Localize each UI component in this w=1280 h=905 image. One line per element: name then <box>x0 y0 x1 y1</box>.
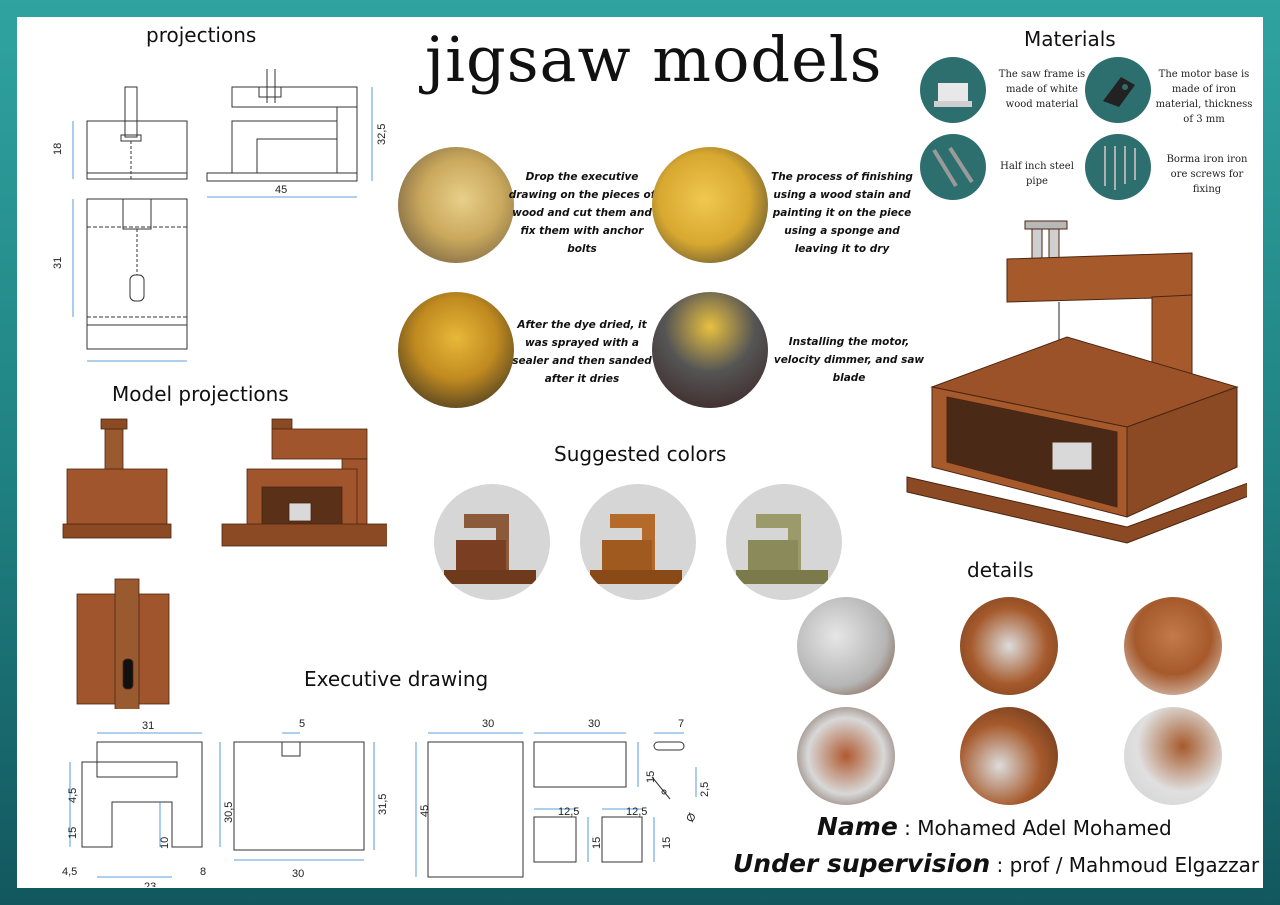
dim-12-5a: 12,5 <box>558 806 579 818</box>
steel-pipe-icon <box>920 134 986 200</box>
color-option-orange[interactable] <box>580 484 696 600</box>
supervision-value: : prof / Mahmoud Elgazzar <box>996 853 1260 877</box>
dim-12-5b: 12,5 <box>626 806 647 818</box>
step-text-3: After the dye dried, it was sprayed with… <box>512 319 652 385</box>
dim-45b: 45 <box>419 805 431 817</box>
dim-18: 18 <box>52 143 64 155</box>
dim-8: 8 <box>200 866 206 878</box>
dim-15d: 15 <box>661 837 673 849</box>
dim-7: 7 <box>678 718 684 730</box>
detail-arm <box>1124 707 1222 805</box>
heading-details: details <box>967 558 1034 582</box>
dim-15a: 15 <box>67 827 79 839</box>
dim-15b: 15 <box>645 771 657 783</box>
iron-bracket-icon <box>1085 57 1151 123</box>
detail-front <box>797 707 895 805</box>
dim-diameter: Ø <box>684 811 699 825</box>
wood-frame-icon <box>920 57 986 123</box>
heading-executive-drawing: Executive drawing <box>304 667 489 691</box>
detail-motor <box>960 597 1058 695</box>
dim-30b: 30 <box>482 718 494 730</box>
detail-blade <box>797 597 895 695</box>
material-text-3: Half inch steel pipe <box>1000 161 1074 187</box>
step-text-4: Installing the motor, velocity dimmer, a… <box>773 336 925 384</box>
dim-2-5: 2,5 <box>699 782 711 797</box>
dim-23: 23 <box>144 881 156 887</box>
step-photo-stain <box>652 147 768 263</box>
detail-top-block <box>1124 597 1222 695</box>
name-line: Name : Mohamed Adel Mohamed <box>817 812 1172 841</box>
poster-board: jigsaw models projections <box>17 17 1263 888</box>
heading-materials: Materials <box>1024 27 1116 51</box>
dim-31b: 31 <box>142 720 154 732</box>
name-value: : Mohamed Adel Mohamed <box>904 816 1172 840</box>
step-text-2: The process of finishing using a wood st… <box>771 171 913 255</box>
color-option-olive[interactable] <box>726 484 842 600</box>
material-text-4: Borma iron iron ore screws for fixing <box>1166 154 1248 195</box>
step-photo-motor <box>652 292 768 408</box>
dim-45: 45 <box>275 184 287 196</box>
color-option-natural[interactable] <box>434 484 550 600</box>
dim-30: 30 <box>129 366 141 367</box>
main-render <box>906 220 1247 544</box>
detail-motor-box <box>960 707 1058 805</box>
model-projections-renders <box>62 418 387 709</box>
material-text-1: The saw frame is made of white wood mate… <box>998 69 1086 110</box>
poster-title: jigsaw models <box>425 23 883 96</box>
step-photo-cut <box>398 147 514 263</box>
executive-drawings: 31 4,5 15 10 30,5 4,5 23 8 5 31,5 30 30 … <box>62 718 711 887</box>
dim-31-5: 31,5 <box>377 794 389 815</box>
dim-30-5: 30,5 <box>223 802 235 823</box>
dim-5: 5 <box>299 718 305 730</box>
material-text-2: The motor base is made of iron material,… <box>1155 69 1253 125</box>
heading-suggested-colors: Suggested colors <box>554 442 727 466</box>
screws-icon <box>1085 134 1151 200</box>
dim-30c: 30 <box>588 718 600 730</box>
dim-4-5b: 4,5 <box>62 866 77 878</box>
supervision-label: Under supervision <box>733 849 991 878</box>
step-text-1: Drop the executive drawing on the pieces… <box>508 171 656 255</box>
projections-drawing: 18 32,5 45 31 30 <box>52 69 387 367</box>
heading-model-projections: Model projections <box>112 382 289 406</box>
dim-4-5a: 4,5 <box>67 788 79 803</box>
dim-10: 10 <box>159 837 171 849</box>
dim-32-5: 32,5 <box>376 124 387 145</box>
dim-15c: 15 <box>591 837 603 849</box>
dim-31: 31 <box>52 257 64 269</box>
heading-projections: projections <box>146 23 257 47</box>
dim-30a: 30 <box>292 868 304 880</box>
step-photo-sealer <box>398 292 514 408</box>
supervision-line: Under supervision : prof / Mahmoud Elgaz… <box>733 849 1259 878</box>
name-label: Name <box>817 812 898 841</box>
